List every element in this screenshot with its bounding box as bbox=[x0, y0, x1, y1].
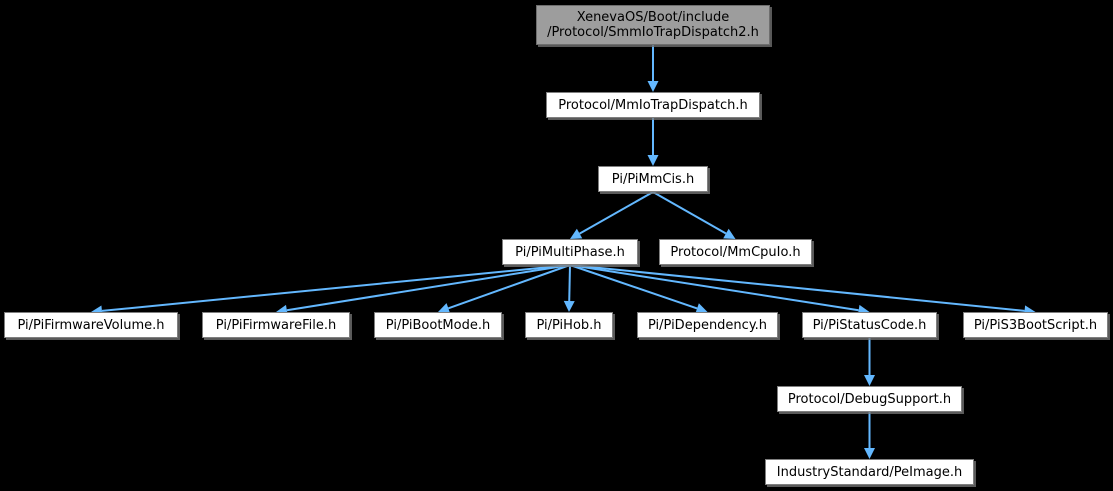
node-peimage-h[interactable]: IndustryStandard/PeImage.h bbox=[765, 459, 974, 485]
node-label: Pi/PiFirmwareFile.h bbox=[215, 317, 337, 333]
node-label: Pi/PiHob.h bbox=[536, 317, 602, 333]
node-pibootmode-h[interactable]: Pi/PiBootMode.h bbox=[374, 312, 502, 338]
edge-line bbox=[568, 264, 571, 302]
node-label: Pi/PiMmCis.h bbox=[611, 171, 695, 187]
node-label: Protocol/MmIoTrapDispatch.h bbox=[558, 97, 748, 113]
arrowhead-icon bbox=[647, 81, 659, 92]
edge-mmiotrapdispatch-to-pimmcis bbox=[647, 118, 659, 166]
edge-pimultiphase-to-pihob bbox=[563, 264, 575, 312]
edge-line bbox=[569, 264, 698, 310]
node-pistatuscode-h[interactable]: Pi/PiStatusCode.h bbox=[802, 312, 937, 338]
edge-pimultiphase-to-pidependency bbox=[569, 264, 708, 314]
arrowhead-icon bbox=[864, 375, 875, 386]
node-label: Pi/PiDependency.h bbox=[647, 317, 768, 333]
edge-line bbox=[101, 264, 571, 312]
arrowhead-icon bbox=[438, 303, 451, 314]
edge-line bbox=[569, 264, 859, 312]
arrowhead-icon bbox=[723, 228, 736, 239]
edge-pimmcis-to-mmcpuio bbox=[652, 191, 736, 239]
node-label: Protocol/DebugSupport.h bbox=[787, 391, 952, 407]
node-label: Pi/PiFirmwareVolume.h bbox=[17, 317, 165, 333]
edge-smmiotrapdispatch2-to-mmiotrapdispatch bbox=[647, 45, 659, 92]
arrowhead-icon bbox=[647, 155, 659, 166]
node-smmiotrapdispatch2-h[interactable]: XenevaOS/Boot/include /Protocol/SmmIoTra… bbox=[536, 5, 770, 45]
node-label: Protocol/MmCpuIo.h bbox=[670, 244, 801, 260]
edge-pimmcis-to-pimultiphase bbox=[570, 191, 654, 239]
arrowhead-icon bbox=[570, 228, 583, 239]
edge-pimultiphase-to-pibootmode bbox=[438, 264, 571, 314]
node-debugsupport-h[interactable]: Protocol/DebugSupport.h bbox=[777, 386, 962, 412]
node-pimmcis-h[interactable]: Pi/PiMmCis.h bbox=[598, 166, 708, 192]
node-label: Pi/PiStatusCode.h bbox=[812, 317, 927, 333]
node-pis3bootscript-h[interactable]: Pi/PiS3BootScript.h bbox=[963, 312, 1108, 338]
edge-line bbox=[448, 264, 571, 310]
node-label: Pi/PiBootMode.h bbox=[385, 317, 491, 333]
node-label: XenevaOS/Boot/include /Protocol/SmmIoTra… bbox=[547, 10, 759, 40]
arrowhead-icon bbox=[695, 303, 708, 314]
edge-debugsupport-to-peimage bbox=[864, 412, 875, 459]
edge-line bbox=[652, 191, 727, 235]
node-mmcpuio-h[interactable]: Protocol/MmCpuIo.h bbox=[659, 239, 812, 265]
node-pimultiphase-h[interactable]: Pi/PiMultiPhase.h bbox=[502, 239, 638, 265]
edge-pistatuscode-to-debugsupport bbox=[864, 338, 875, 386]
node-label: IndustryStandard/PeImage.h bbox=[776, 464, 963, 480]
node-pifirmwarevolume-h[interactable]: Pi/PiFirmwareVolume.h bbox=[4, 312, 178, 338]
node-pifirmwarefile-h[interactable]: Pi/PiFirmwareFile.h bbox=[202, 312, 350, 338]
arrowhead-icon bbox=[563, 300, 575, 312]
node-pihob-h[interactable]: Pi/PiHob.h bbox=[525, 312, 613, 338]
edge-line bbox=[569, 264, 1025, 312]
node-label: Pi/PiMultiPhase.h bbox=[515, 244, 625, 260]
node-label: Pi/PiS3BootScript.h bbox=[973, 317, 1098, 333]
edge-pimultiphase-to-pis3bootscript bbox=[569, 264, 1036, 317]
node-pidependency-h[interactable]: Pi/PiDependency.h bbox=[637, 312, 778, 338]
edge-line bbox=[286, 264, 571, 312]
node-mmiotrapdispatch-h[interactable]: Protocol/MmIoTrapDispatch.h bbox=[546, 92, 760, 118]
edge-line bbox=[579, 191, 654, 235]
arrowhead-icon bbox=[864, 448, 875, 459]
